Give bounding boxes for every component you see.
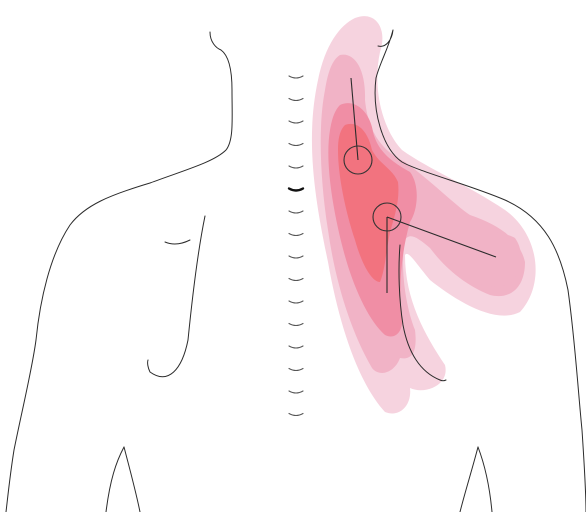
vertebra-mark <box>289 211 303 213</box>
right-arm-line <box>478 447 492 512</box>
left-scapula-lower-line <box>148 216 205 377</box>
vertebra-mark <box>289 99 303 101</box>
vertebra-mark <box>289 346 303 348</box>
left-neck-and-shoulder-line <box>6 32 232 512</box>
vertebra-mark <box>289 121 303 123</box>
spine-vertebrae <box>289 76 303 416</box>
left-scapula-spine-line <box>165 240 190 244</box>
vertebra-mark <box>289 369 303 371</box>
vertebra-mark <box>289 414 303 416</box>
vertebra-mark <box>289 234 303 236</box>
left-arm-line <box>106 447 124 512</box>
referred-pain-zone <box>312 16 536 413</box>
vertebra-mark <box>289 76 303 78</box>
vertebra-mark <box>289 256 303 258</box>
left-torso-line <box>124 447 140 512</box>
right-torso-line <box>460 447 478 512</box>
vertebra-prominens <box>289 189 303 191</box>
vertebra-mark <box>289 391 303 393</box>
vertebra-mark <box>289 324 303 326</box>
vertebra-mark <box>289 279 303 281</box>
vertebra-mark <box>289 144 303 146</box>
vertebra-mark <box>289 301 303 303</box>
vertebra-mark <box>289 166 303 168</box>
